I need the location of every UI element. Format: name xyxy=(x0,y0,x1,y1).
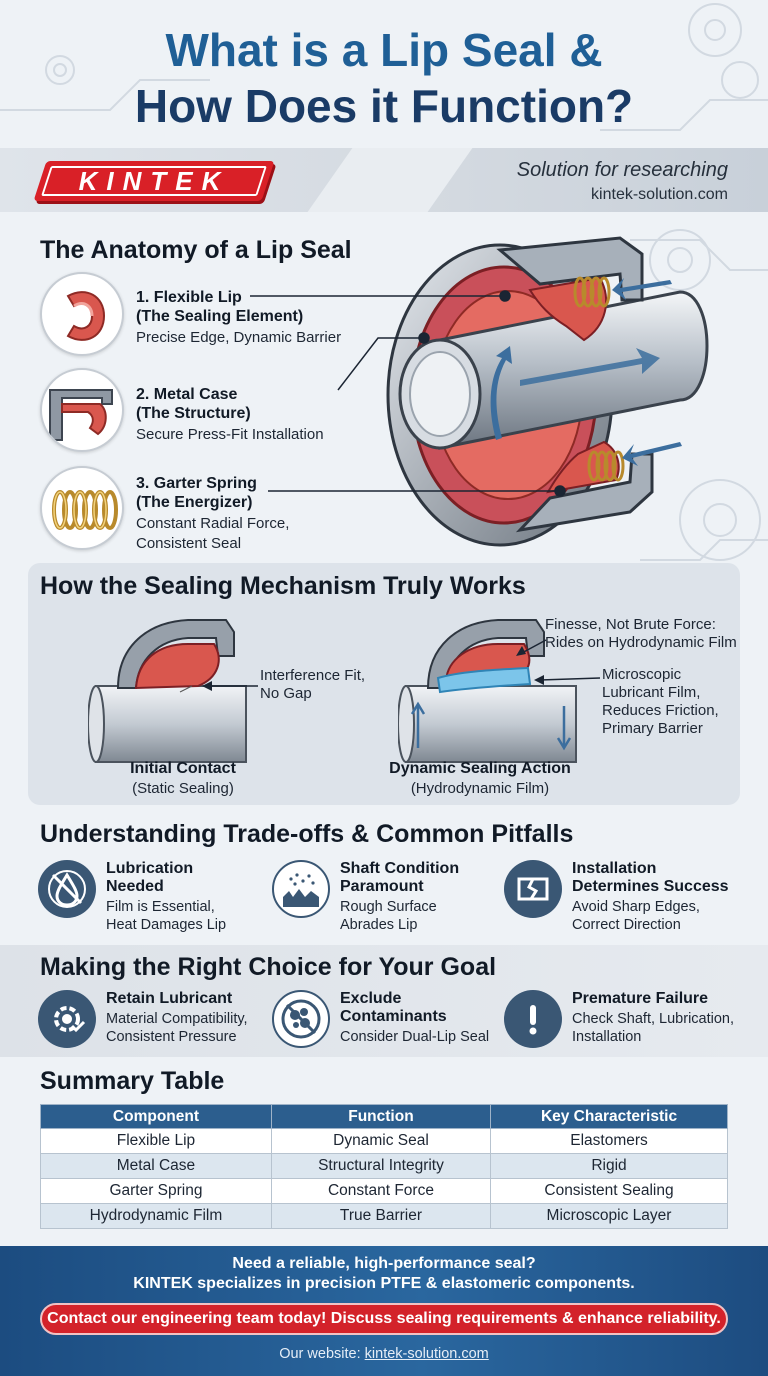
column-header: Key Characteristic xyxy=(490,1104,728,1129)
rough-surface-icon xyxy=(272,860,330,918)
website-label: Our website: xyxy=(279,1346,361,1362)
table-row: Garter Spring Constant Force Consistent … xyxy=(40,1178,728,1204)
table-row: Flexible Lip Dynamic Seal Elastomers xyxy=(40,1128,728,1154)
exclamation-icon xyxy=(504,990,562,1048)
table-row: Hydrodynamic Film True Barrier Microscop… xyxy=(40,1203,728,1229)
footer-website: Our website: kintek-solution.com xyxy=(0,1346,768,1362)
anatomy-item-garter-spring: 3. Garter Spring (The Energizer) Constan… xyxy=(136,475,290,552)
garter-spring-icon xyxy=(40,466,124,550)
interference-arrow xyxy=(202,681,258,691)
table-cell: Metal Case xyxy=(40,1153,272,1179)
anatomy-item-metal-case: 2. Metal Case (The Structure) Secure Pre… xyxy=(136,386,324,443)
title-line-1: What is a Lip Seal & xyxy=(165,24,603,76)
table-cell: Structural Integrity xyxy=(270,1153,492,1179)
page-title: What is a Lip Seal & How Does it Functio… xyxy=(0,22,768,134)
mechanism-heading: How the Sealing Mechanism Truly Works xyxy=(40,572,526,600)
table-cell: Elastomers xyxy=(490,1128,728,1154)
table-header-row: Component Function Key Characteristic xyxy=(40,1104,728,1129)
initial-contact-illustration xyxy=(88,619,247,763)
tradeoff-card-shaft-condition: Shaft Condition Paramount Rough Surface … xyxy=(272,860,502,933)
goal-card-exclude-contaminants: Exclude Contaminants Consider Dual-Lip S… xyxy=(272,990,504,1050)
gear-check-icon xyxy=(38,990,96,1048)
table-cell: True Barrier xyxy=(270,1203,492,1229)
table-cell: Dynamic Seal xyxy=(270,1128,492,1154)
finesse-label: Finesse, Not Brute Force: Rides on Hydro… xyxy=(545,616,737,651)
tradeoff-card-lubrication: Lubrication Needed Film is Essential, He… xyxy=(38,860,268,933)
kintek-logo[interactable]: KINTEK xyxy=(33,161,275,201)
no-dust-icon xyxy=(272,990,330,1048)
lip-seal-cutaway-illustration xyxy=(386,236,709,547)
website-link[interactable]: kintek-solution.com xyxy=(364,1346,489,1362)
table-cell: Hydrodynamic Film xyxy=(40,1203,272,1229)
interference-fit-label: Interference Fit, No Gap xyxy=(260,667,366,702)
brand-tagline-block: Solution for researching kintek-solution… xyxy=(517,159,728,204)
cracked-seal-icon xyxy=(504,860,562,918)
anatomy-item-flexible-lip: 1. Flexible Lip (The Sealing Element) Pr… xyxy=(136,289,342,346)
table-row: Metal Case Structural Integrity Rigid xyxy=(40,1153,728,1179)
metal-case-icon xyxy=(40,368,124,452)
microscopic-film-label: Microscopic Lubricant Film, Reduces Fric… xyxy=(602,666,719,737)
tradeoffs-heading: Understanding Trade-offs & Common Pitfal… xyxy=(40,820,574,848)
dynamic-sealing-illustration xyxy=(398,619,577,763)
brand-site[interactable]: kintek-solution.com xyxy=(591,186,728,203)
footer-pitch: Need a reliable, high-performance seal? … xyxy=(0,1254,768,1294)
summary-heading: Summary Table xyxy=(40,1067,225,1095)
goal-card-premature-failure: Premature Failure Check Shaft, Lubricati… xyxy=(504,990,736,1050)
flexible-lip-icon xyxy=(40,272,124,356)
summary-table: Component Function Key Characteristic Fl… xyxy=(40,1104,728,1229)
title-line-2: How Does it Function? xyxy=(134,80,634,132)
goals-heading: Making the Right Choice for Your Goal xyxy=(40,953,497,981)
footer-pitch-line: KINTEK specializes in precision PTFE & e… xyxy=(133,1275,635,1292)
table-cell: Consistent Sealing xyxy=(490,1178,728,1204)
column-header: Component xyxy=(40,1104,272,1129)
film-callout-arrows xyxy=(516,639,601,685)
dynamic-sealing-caption: Dynamic Sealing Action (Hydrodynamic Fil… xyxy=(389,760,571,797)
table-cell: Garter Spring xyxy=(40,1178,272,1204)
footer-question: Need a reliable, high-performance seal? xyxy=(232,1255,536,1272)
anatomy-heading: The Anatomy of a Lip Seal xyxy=(40,236,352,264)
table-cell: Rigid xyxy=(490,1153,728,1179)
contact-cta-button[interactable]: Contact our engineering team today! Disc… xyxy=(40,1303,728,1335)
initial-contact-caption: Initial Contact (Static Sealing) xyxy=(130,760,236,797)
logo-text: KINTEK xyxy=(78,166,230,196)
column-header: Function xyxy=(270,1104,492,1129)
table-cell: Flexible Lip xyxy=(40,1128,272,1154)
table-cell: Microscopic Layer xyxy=(490,1203,728,1229)
tradeoff-card-installation: Installation Determines Success Avoid Sh… xyxy=(504,860,734,933)
no-lubricant-icon xyxy=(38,860,96,918)
brand-tagline: Solution for researching xyxy=(516,159,728,181)
goals-band xyxy=(0,945,768,1057)
goal-card-retain-lubricant: Retain Lubricant Material Compatibility,… xyxy=(38,990,270,1050)
table-cell: Constant Force xyxy=(270,1178,492,1204)
